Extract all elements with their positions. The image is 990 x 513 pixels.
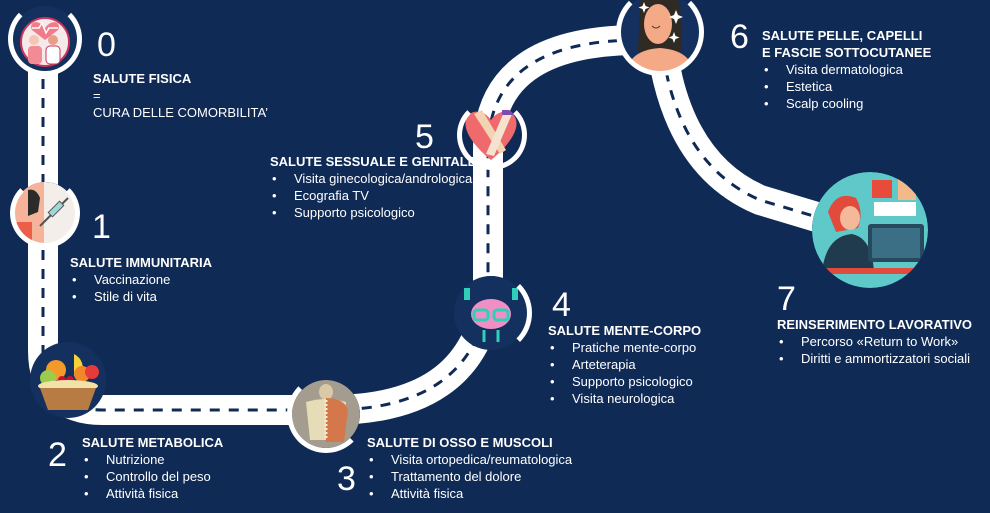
step-3-ring	[287, 375, 365, 453]
step-6-title: SALUTE PELLE, CAPELLI	[762, 28, 923, 43]
fruit-basket-icon	[30, 342, 106, 418]
step-6-number: 6	[730, 18, 749, 56]
step-3-number: 3	[337, 460, 356, 498]
step-4-title: SALUTE MENTE-CORPO	[548, 323, 702, 338]
step-1-ring	[10, 178, 80, 248]
step-7-illustration	[812, 172, 928, 288]
step-2-number: 2	[48, 436, 67, 474]
list-item: Supporto psicologico	[270, 204, 476, 221]
list-item: Attività fisica	[367, 485, 572, 502]
list-item: Scalp cooling	[762, 95, 931, 112]
step-0-line: =	[93, 88, 101, 103]
step-4-ring	[450, 272, 532, 354]
step-4-number: 4	[552, 286, 571, 324]
list-item: Visita dermatologica	[762, 61, 931, 78]
step-2-text: SALUTE METABOLICA Nutrizione Controllo d…	[82, 434, 223, 502]
step-2-title: SALUTE METABOLICA	[82, 435, 224, 450]
step-1-text: SALUTE IMMUNITARIA Vaccinazione Stile di…	[70, 254, 212, 305]
step-0-line: CURA DELLE COMORBILITA’	[93, 105, 269, 120]
step-0-title: SALUTE FISICA	[93, 71, 192, 86]
step-0-number: 0	[97, 26, 116, 64]
list-item: Percorso «Return to Work»	[777, 333, 972, 350]
step-7-number: 7	[777, 280, 796, 318]
step-7-text: REINSERIMENTO LAVORATIVO Percorso «Retur…	[777, 316, 972, 367]
step-7-title: REINSERIMENTO LAVORATIVO	[777, 317, 973, 332]
step-0-text: SALUTE FISICA = CURA DELLE COMORBILITA’	[93, 70, 268, 121]
step-5-number: 5	[415, 118, 434, 156]
step-5-text: SALUTE SESSUALE E GENITALE Visita gineco…	[270, 153, 476, 221]
step-6-title-2: E FASCIE SOTTOCUTANEE	[762, 45, 932, 60]
list-item: Stile di vita	[70, 288, 212, 305]
step-1-title: SALUTE IMMUNITARIA	[70, 255, 213, 270]
step-4-text: SALUTE MENTE-CORPO Pratiche mente-corpo …	[548, 322, 701, 407]
step-3-title: SALUTE DI OSSO E MUSCOLI	[367, 435, 553, 450]
list-item: Supporto psicologico	[548, 373, 701, 390]
list-item: Pratiche mente-corpo	[548, 339, 701, 356]
list-item: Ecografia TV	[270, 187, 476, 204]
step-0-ring	[8, 2, 82, 76]
step-3-text: SALUTE DI OSSO E MUSCOLI Visita ortopedi…	[367, 434, 572, 502]
woman-at-desk-icon	[812, 172, 928, 288]
step-6-ring	[616, 0, 704, 76]
list-item: Arteterapia	[548, 356, 701, 373]
list-item: Attività fisica	[82, 485, 223, 502]
list-item: Estetica	[762, 78, 931, 95]
list-item: Controllo del peso	[82, 468, 223, 485]
list-item: Nutrizione	[82, 451, 223, 468]
list-item: Visita neurologica	[548, 390, 701, 407]
step-1-number: 1	[92, 208, 111, 246]
step-6-text: SALUTE PELLE, CAPELLI E FASCIE SOTTOCUTA…	[762, 27, 931, 112]
list-item: Trattamento del dolore	[367, 468, 572, 485]
step-5-title: SALUTE SESSUALE E GENITALE	[270, 154, 477, 169]
list-item: Diritti e ammortizzatori sociali	[777, 350, 972, 367]
step-2-illustration	[28, 340, 108, 420]
step-5-ring	[457, 100, 527, 170]
list-item: Visita ortopedica/reumatologica	[367, 451, 572, 468]
list-item: Visita ginecologica/andrologica	[270, 170, 476, 187]
list-item: Vaccinazione	[70, 271, 212, 288]
